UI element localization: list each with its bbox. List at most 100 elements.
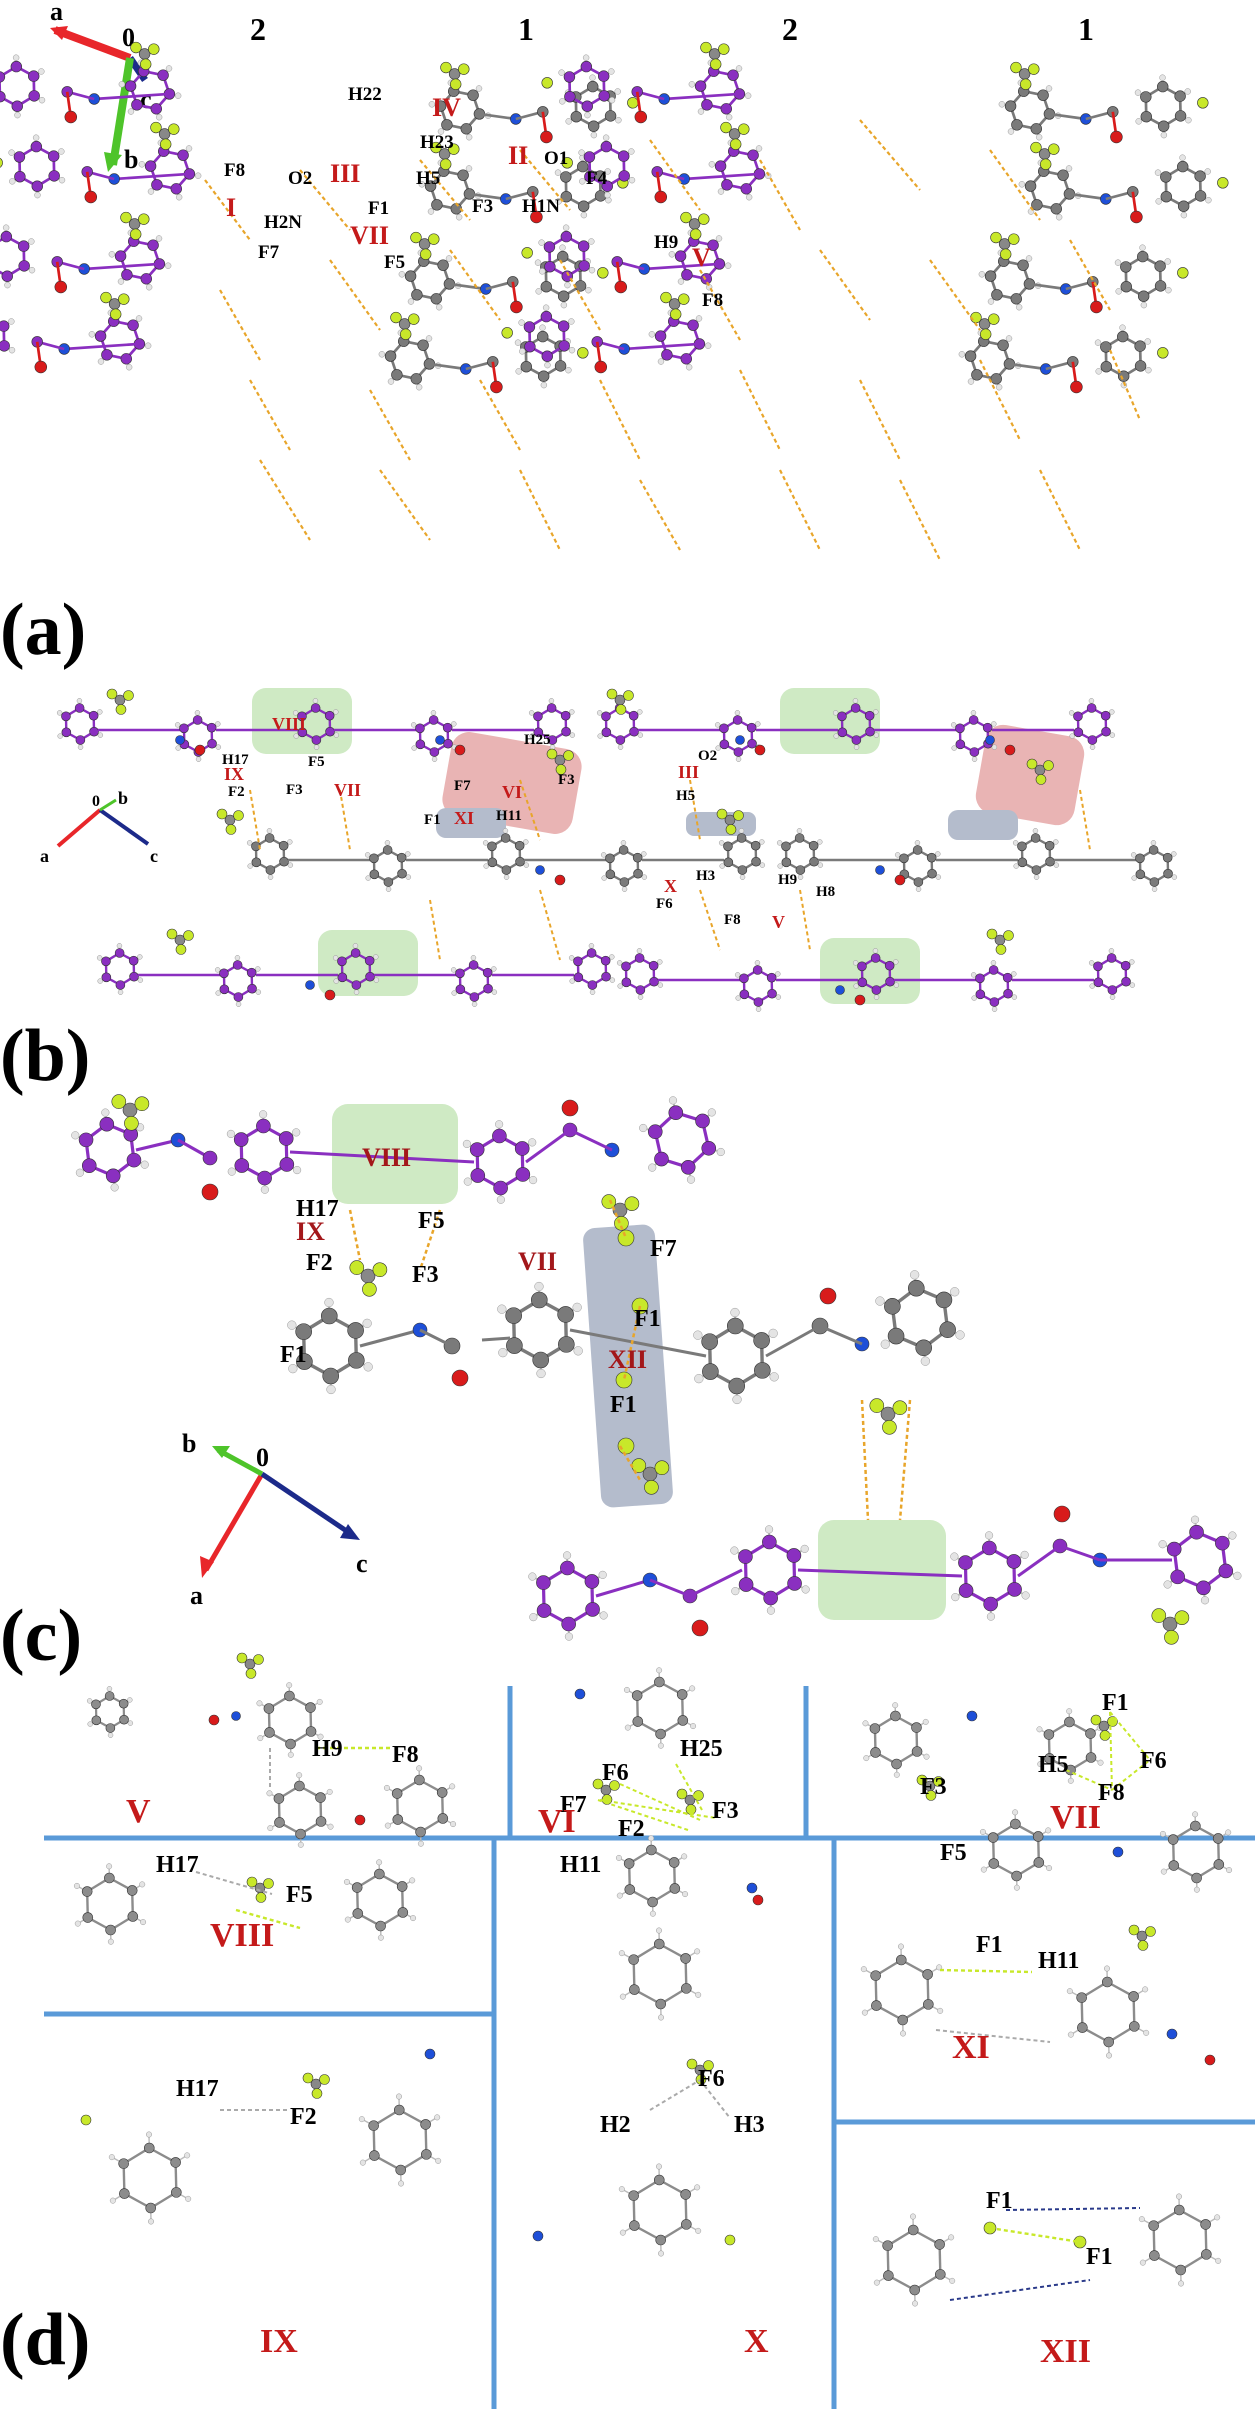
cell-title-vii: VII <box>1050 1799 1101 1836</box>
atom-label: F1 <box>1102 1690 1129 1716</box>
atom-label: H11 <box>560 1852 601 1878</box>
atom-label: H9 <box>312 1736 343 1762</box>
interaction-highlight-xi <box>948 810 1018 840</box>
interaction-label: V <box>772 912 785 932</box>
axis-label-c: c <box>140 85 152 114</box>
atom-label: F5 <box>384 252 405 273</box>
interaction-label: VII <box>334 780 361 800</box>
cell-title-ix: IX <box>260 2323 298 2360</box>
axis-triad-c: b 0 a c <box>182 1429 368 1610</box>
atom-label: H2N <box>264 212 302 233</box>
atom-label: H25 <box>680 1736 723 1762</box>
atom-label: F7 <box>258 242 280 263</box>
axis-label-c: c <box>356 1549 368 1578</box>
atom-label: F3 <box>472 196 493 217</box>
atom-label: F3 <box>412 1262 439 1288</box>
interaction-label: III <box>330 159 360 188</box>
cell-title-x: X <box>744 2323 769 2360</box>
cell-title-xi: XI <box>952 2029 990 2066</box>
atom-label: F5 <box>286 1882 313 1908</box>
atom-label: H17 <box>176 2076 219 2102</box>
atom-label: F8 <box>392 1742 419 1768</box>
atom-label: F8 <box>702 290 723 311</box>
axis-label-a: a <box>40 846 49 866</box>
atom-label: H11 <box>1038 1948 1079 1974</box>
atom-label: H3 <box>734 2112 765 2138</box>
atom-label: H8 <box>816 884 835 900</box>
interaction-label: XI <box>454 808 474 828</box>
atom-label: H17 <box>222 752 249 768</box>
layer-network <box>56 688 1178 1012</box>
atom-label: F3 <box>286 782 303 798</box>
interaction-highlight-xi <box>436 808 506 838</box>
axis-label-c: c <box>150 846 158 866</box>
atom-label: H22 <box>348 84 382 105</box>
atom-label: F1 <box>424 812 441 828</box>
interaction-highlight-viii <box>820 938 920 1004</box>
grid-dividers <box>44 1686 1255 2409</box>
atom-label: F8 <box>224 160 245 181</box>
atom-label: H25 <box>524 732 551 748</box>
atom-label: F1 <box>280 1342 307 1368</box>
atom-labels-c: H17 F5 F2 F3 F7 F1 F1 F1 <box>280 1196 677 1418</box>
panel-d: H9 F8 H25 F6 F7 F3 F2 H11 F1 H5 F6 F3 F8… <box>0 1652 1255 2409</box>
molecule-id-4: 1 <box>1078 11 1094 47</box>
atom-label: O2 <box>288 168 312 189</box>
atom-label: F1 <box>976 1932 1003 1958</box>
atom-label: H1N <box>522 196 560 217</box>
atom-label: F5 <box>418 1208 445 1234</box>
detail-cell-titles: V VI VII VIII X XI IX XII <box>126 1793 1101 2370</box>
cell-title-v: V <box>126 1793 151 1830</box>
atom-label: H5 <box>676 788 695 804</box>
interaction-label: VIII <box>272 714 306 734</box>
interaction-label: XII <box>608 1345 647 1374</box>
atom-label: H2 <box>600 2112 631 2138</box>
axis-label-b: b <box>124 145 138 174</box>
interaction-labels-b: VIII IX VII VI XI III X V <box>224 714 785 932</box>
atom-label: F1 <box>368 198 389 219</box>
crystal-packing-network <box>0 41 1229 561</box>
interaction-label: IV <box>432 93 461 122</box>
interaction-highlight-vi <box>975 724 1085 826</box>
cell-title-vi: VI <box>538 1803 576 1840</box>
atom-label: F5 <box>308 754 325 770</box>
atom-label: F2 <box>290 2104 317 2130</box>
axis-origin: 0 <box>256 1443 269 1472</box>
panel-letter-a: (a) <box>0 589 86 671</box>
atom-label: H3 <box>696 868 715 884</box>
detail-atom-labels: H9 F8 H25 F6 F7 F3 F2 H11 F1 H5 F6 F3 F8… <box>156 1690 1167 2270</box>
axis-label-b: b <box>182 1429 196 1458</box>
interaction-highlight-xii <box>583 1224 673 1508</box>
interaction-label: VII <box>518 1247 557 1276</box>
atom-label: F3 <box>712 1798 739 1824</box>
atom-label: F1 <box>1086 2244 1113 2270</box>
interaction-highlight-viii <box>332 1104 458 1204</box>
axis-origin: 0 <box>92 793 100 810</box>
atom-label: F1 <box>610 1392 637 1418</box>
panel-letter-b: (b) <box>0 1015 90 1097</box>
atom-label: H5 <box>416 168 440 189</box>
cell-title-viii: VIII <box>210 1917 274 1954</box>
axis-triad-a: a 0 c b <box>50 0 152 174</box>
atom-labels-a: H22 H23 F8 O2 H5 F1 F3 H1N F4 O1 H2N F7 … <box>224 84 723 311</box>
interaction-highlight-viii <box>818 1520 946 1620</box>
interaction-label: IX <box>296 1217 325 1246</box>
atom-label: F4 <box>586 168 608 189</box>
atom-label: F7 <box>454 778 471 794</box>
interaction-detail-cells <box>73 1652 1233 2307</box>
atom-label: F3 <box>558 772 575 788</box>
interaction-label: II <box>508 141 528 170</box>
axis-label-a: a <box>190 1581 203 1610</box>
interaction-label: X <box>664 876 677 896</box>
atom-label: F8 <box>1098 1780 1125 1806</box>
panel-a: a 0 c b 2 1 2 1 H22 H23 F8 O2 H5 F1 F3 H… <box>0 0 1229 671</box>
atom-label: F2 <box>618 1816 645 1842</box>
atom-label: H23 <box>420 132 454 153</box>
panel-b: 0 b a c H25 F3 H17 F5 F2 F3 F7 F1 H11 O2… <box>0 688 1178 1097</box>
panel-letter-d: (d) <box>0 2299 90 2381</box>
atom-label: H5 <box>1038 1752 1069 1778</box>
interaction-label: VI <box>502 782 522 802</box>
interaction-label: III <box>678 762 699 782</box>
atom-label: F3 <box>920 1774 947 1800</box>
